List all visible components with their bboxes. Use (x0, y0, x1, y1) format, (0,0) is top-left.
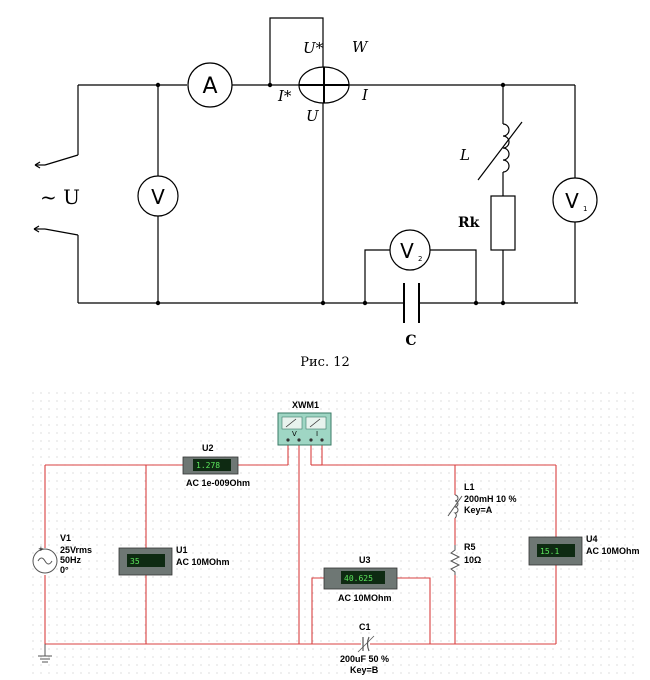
svg-text:V: V (400, 239, 414, 263)
wattmeter-u-star-label: U* (303, 39, 324, 57)
svg-text:1: 1 (583, 205, 587, 213)
meter-u2: 1.278 (182, 456, 239, 475)
ammeter-letter: A (202, 74, 217, 99)
r5-name: R5 (464, 542, 476, 552)
u2-reading: 1.278 (196, 461, 220, 470)
c1-value: 200uF 50 % (340, 654, 389, 664)
resistor-symbol (490, 195, 516, 251)
figure-caption: Рис. 12 (300, 355, 350, 370)
resistor-label: Rk (458, 215, 480, 231)
c1-name: C1 (359, 622, 371, 632)
v1-phase: 0° (60, 565, 69, 575)
ground-symbol (38, 644, 52, 663)
wattmeter-u-label: U (306, 107, 320, 125)
l1-name: L1 (464, 482, 475, 492)
capacitor-label: C (405, 333, 416, 349)
u2-name: U2 (202, 443, 214, 453)
u4-reading: 15.1 (540, 547, 559, 556)
v1-frequency: 50Hz (60, 555, 82, 565)
voltmeter-symbol-2: V 2 (389, 229, 431, 271)
wattmeter-xwm1: V I (277, 412, 332, 446)
capacitor-gap (405, 300, 418, 306)
v1-voltage: 25Vrms (60, 545, 92, 555)
ac-source-v1: + (32, 545, 58, 574)
inductor-label: L (459, 146, 470, 164)
xwm-v-label: V (292, 430, 297, 438)
inductor-l1 (447, 494, 463, 519)
xwm-i-label: I (316, 430, 318, 438)
u1-name: U1 (176, 545, 188, 555)
u1-reading: 35 (130, 557, 140, 566)
u1-desc: AC 10MOhm (176, 557, 230, 567)
l1-key: Key=A (464, 505, 493, 515)
u3-reading: 40.625 (344, 574, 373, 583)
meter-u4: 15.1 (528, 536, 583, 566)
junction-dots (155, 82, 506, 306)
c1-key: Key=B (350, 665, 379, 675)
capacitor-c1 (357, 635, 375, 653)
v1-name: V1 (60, 533, 71, 543)
u3-name: U3 (359, 555, 371, 565)
wattmeter-w-label: W (352, 38, 369, 56)
multisim-wires (44, 445, 557, 645)
wattmeter-symbol (298, 66, 350, 104)
ammeter-symbol: A (187, 62, 233, 108)
u4-name: U4 (586, 534, 598, 544)
wattmeter-i-star-label: I* (277, 87, 292, 105)
multisim-grid (28, 388, 640, 678)
voltmeter-symbol-left: V (137, 175, 179, 217)
resistor-r5 (449, 545, 461, 575)
xwm-label: XWM1 (292, 400, 319, 410)
u3-desc: AC 10MOhm (338, 593, 392, 603)
u2-desc: AC 1e-009Ohm (186, 478, 250, 488)
inductor-symbol (477, 121, 523, 181)
r5-value: 10Ω (464, 555, 481, 565)
svg-text:+: + (38, 545, 44, 553)
meter-u1: 35 (118, 547, 173, 576)
wattmeter-i-label: I (361, 86, 369, 104)
svg-text:V: V (565, 189, 579, 213)
svg-text:V: V (151, 185, 165, 209)
meter-u3: 40.625 (323, 567, 398, 590)
top-schematic (33, 17, 578, 323)
voltmeter-symbol-1: V 1 (552, 177, 598, 223)
source-label: ~ U (40, 185, 80, 209)
u4-desc: AC 10MOhm (586, 546, 640, 556)
l1-value: 200mH 10 % (464, 494, 517, 504)
svg-text:2: 2 (418, 255, 422, 263)
